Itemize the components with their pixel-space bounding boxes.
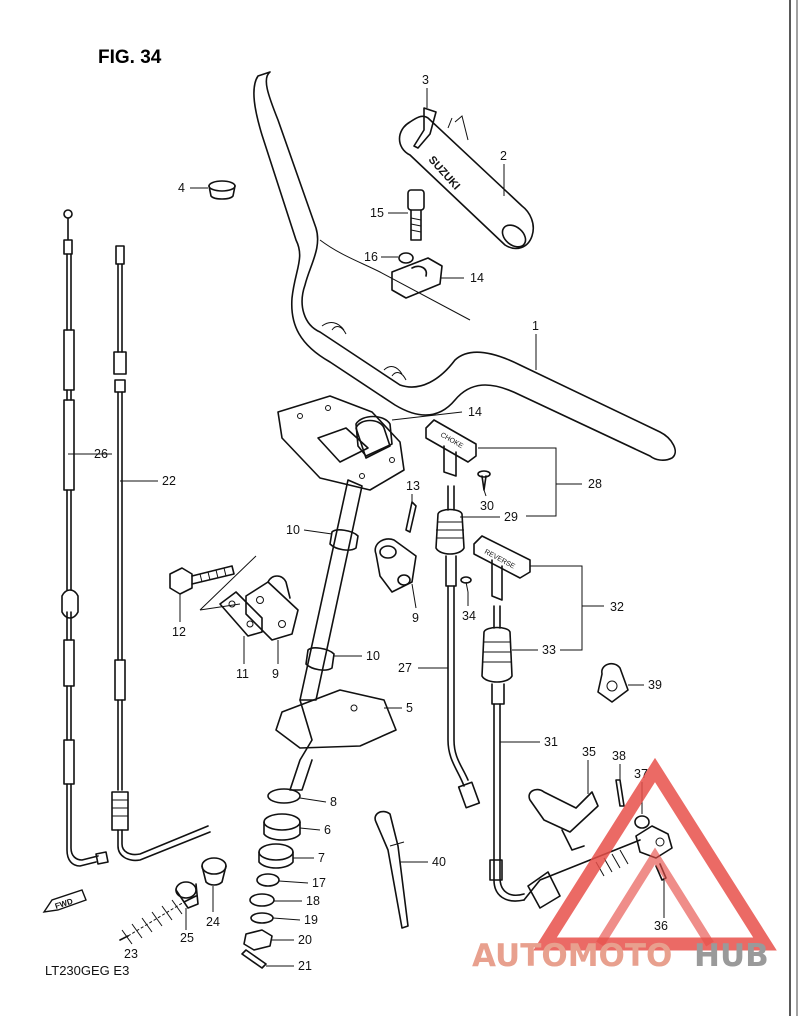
- label-9a: 9: [272, 667, 279, 681]
- end-plug: [208, 180, 236, 200]
- label-39: 39: [648, 678, 662, 692]
- label-38: 38: [612, 749, 626, 763]
- cable-26: [61, 209, 109, 867]
- plate-11: [219, 591, 263, 637]
- label-6: 6: [324, 823, 331, 837]
- label-29: 29: [504, 510, 518, 524]
- label-4: 4: [178, 181, 185, 195]
- bracket-9-right: [374, 538, 417, 593]
- label-21: 21: [298, 959, 312, 973]
- label-31: 31: [544, 735, 558, 749]
- cotter-pin-21: [241, 949, 267, 969]
- nut-20: [243, 929, 273, 951]
- reverse-knob: REVERSE: [473, 535, 531, 601]
- clamp-39: [597, 662, 629, 703]
- watermark-logo: AUTOMOTO HUB: [472, 757, 777, 974]
- bolt-15: [407, 189, 425, 241]
- label-14a: 14: [470, 271, 484, 285]
- adjuster-24: [201, 857, 227, 886]
- washer-19: [250, 912, 274, 924]
- label-12: 12: [172, 625, 186, 639]
- seal-6: [263, 813, 301, 841]
- choke-knob: CHOKE: [425, 419, 477, 477]
- label-33: 33: [542, 643, 556, 657]
- choke-cable-27: [435, 485, 481, 809]
- label-36: 36: [654, 919, 668, 933]
- watermark-text-red: AUTOMOTO: [472, 938, 672, 974]
- bracket-9-left: [245, 575, 299, 641]
- bolt-12: [169, 565, 235, 595]
- label-25: 25: [180, 931, 194, 945]
- label-23: 23: [124, 947, 138, 961]
- label-19: 19: [304, 913, 318, 927]
- steering-plate-lower: [275, 689, 397, 791]
- label-40: 40: [432, 855, 446, 869]
- joint-25: [175, 881, 199, 909]
- pin-38: [615, 779, 625, 807]
- steering-plate-upper: [277, 395, 405, 491]
- label-30: 30: [480, 499, 494, 513]
- label-22: 22: [162, 474, 176, 488]
- label-1: 1: [532, 319, 539, 333]
- washer-37: [634, 815, 650, 829]
- label-17: 17: [312, 876, 326, 890]
- holder-upper-14: [391, 257, 443, 299]
- screw-30: [477, 470, 491, 491]
- label-14b: 14: [468, 405, 482, 419]
- bearing-7: [258, 843, 294, 869]
- label-24: 24: [206, 915, 220, 929]
- assembly-guide-line: [199, 555, 257, 611]
- label-8: 8: [330, 795, 337, 809]
- label-10b: 10: [366, 649, 380, 663]
- handlebar: [253, 71, 676, 461]
- fwd-arrow-icon: FWD: [42, 889, 87, 913]
- label-15: 15: [370, 206, 384, 220]
- cable-22: [111, 245, 211, 862]
- figure-title: FIG. 34: [98, 47, 162, 68]
- label-28: 28: [588, 477, 602, 491]
- label-34: 34: [462, 609, 476, 623]
- lever-35: [528, 788, 599, 851]
- bracket-line-32: [530, 565, 583, 651]
- tie-strap: [413, 107, 437, 149]
- model-code: LT230GEG E3: [45, 963, 129, 978]
- washer-18: [249, 893, 275, 907]
- washer-16: [398, 252, 414, 264]
- reverse-cable-31: [481, 605, 525, 902]
- label-35: 35: [582, 745, 596, 759]
- label-5: 5: [406, 701, 413, 715]
- label-20: 20: [298, 933, 312, 947]
- label-9b: 9: [412, 611, 419, 625]
- band-40: [374, 810, 409, 929]
- label-32: 32: [610, 600, 624, 614]
- steering-shaft: [299, 479, 363, 701]
- label-11: 11: [236, 667, 249, 681]
- cotter-pin-13: [405, 501, 417, 533]
- washer-17: [256, 873, 280, 887]
- label-27: 27: [398, 661, 412, 675]
- label-10a: 10: [286, 523, 300, 537]
- label-7: 7: [318, 851, 325, 865]
- label-2: 2: [500, 149, 507, 163]
- o-ring-8: [267, 788, 301, 804]
- holder-lower-14: [355, 415, 393, 457]
- label-3: 3: [422, 73, 429, 87]
- label-16: 16: [364, 250, 378, 264]
- bracket-line-28: [478, 447, 557, 517]
- label-18: 18: [306, 894, 320, 908]
- label-13: 13: [406, 479, 420, 493]
- watermark-text-gray: HUB: [694, 938, 769, 974]
- screw-34: [460, 576, 472, 593]
- spring-23: [119, 895, 197, 945]
